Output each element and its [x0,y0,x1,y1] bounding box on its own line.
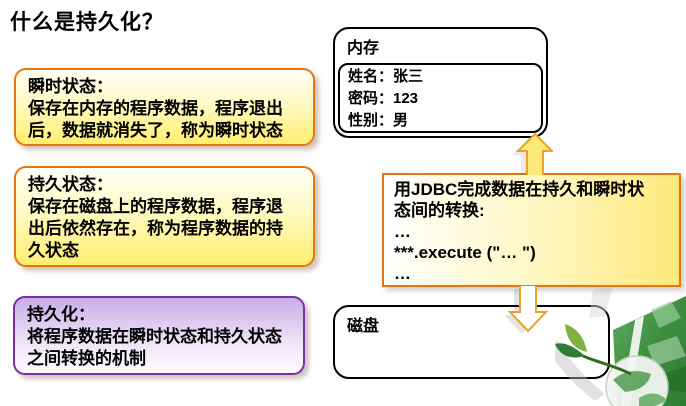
jdbc-note-line: ***.execute ("… ") [394,243,536,262]
persistent-state-line: 久状态 [28,241,79,260]
up-arrow-icon [512,132,553,175]
persistence-box: 持久化： 将程序数据在瞬时状态和持久状态 之间转换的机制 [13,296,305,375]
transient-state-line: 保存在内存的程序数据，程序退出 [28,99,283,118]
transient-state-line: 后，数据就消失了，称为瞬时状态 [28,121,283,140]
memory-record-line: 性别：男 [348,112,409,129]
persistence-line: 之间转换的机制 [27,349,146,368]
memory-box-label: 内存 [347,40,380,57]
memory-record-line: 姓名：张三 [348,68,424,85]
transient-state-heading: 瞬时状态： [28,77,113,96]
down-arrow-icon [505,286,549,334]
persistent-state-heading: 持久状态： [28,175,113,194]
persistent-state-line: 出后依然存在，称为程序数据的持 [28,219,283,238]
transient-state-box: 瞬时状态： 保存在内存的程序数据，程序退出 后，数据就消失了，称为瞬时状态 [14,68,315,146]
slide-title: 什么是持久化？ [10,11,164,34]
memory-record-box: 姓名：张三 密码：123 性别：男 [338,63,543,133]
memory-box: 内存 姓名：张三 密码：123 性别：男 [333,27,548,138]
jdbc-note-line: 态间的转换: [394,201,485,220]
persistence-heading: 持久化： [27,305,95,324]
jdbc-note-line: 用JDBC完成数据在持久和瞬时状 [394,180,645,199]
jdbc-note-line: … [394,222,411,241]
memory-record-line: 密码：123 [348,90,419,107]
jdbc-note-line: … [394,264,411,283]
disk-box: 磁盘 [333,305,610,379]
persistent-state-line: 保存在磁盘上的程序数据，程序退 [28,197,283,216]
persistent-state-box: 持久状态： 保存在磁盘上的程序数据，程序退 出后依然存在，称为程序数据的持 久状… [14,166,315,267]
plant-globe-decoration-image [555,288,686,406]
persistence-line: 将程序数据在瞬时状态和持久状态 [27,327,282,346]
disk-box-label: 磁盘 [347,318,380,335]
jdbc-note-box: 用JDBC完成数据在持久和瞬时状 态间的转换: … ***.execute ("… [382,173,681,287]
